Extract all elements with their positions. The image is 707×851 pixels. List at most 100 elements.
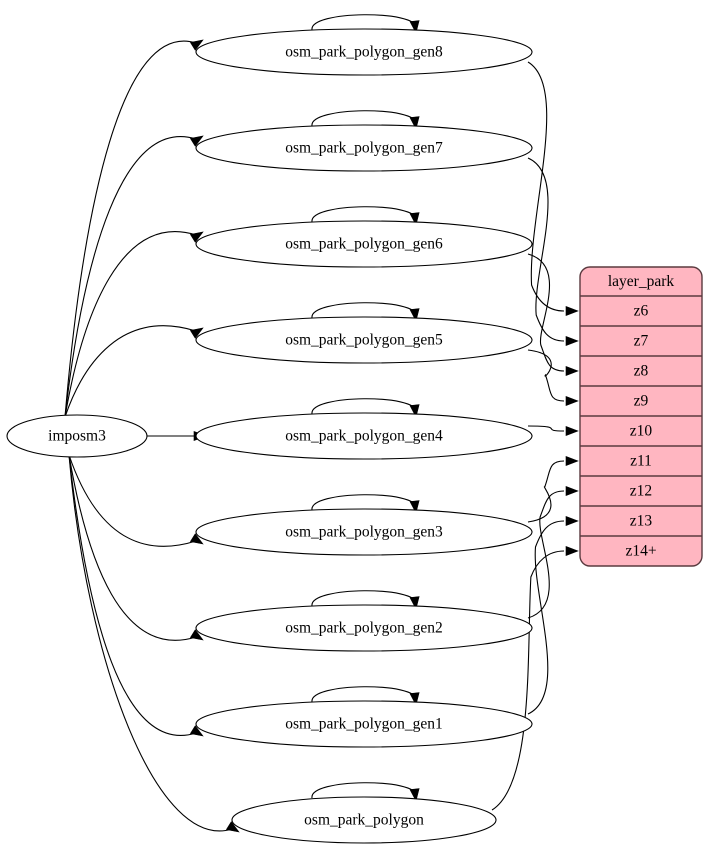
edge-gen2-z12 [527, 490, 565, 619]
edge-imposm3-base [68, 454, 233, 832]
arrow-self-loop-gen7 [409, 116, 420, 130]
table-ellipse-gen2[interactable] [195, 604, 533, 652]
arrow-self-loop-gen1 [409, 692, 420, 706]
row-label-z8: z8 [634, 363, 649, 380]
arrow-imposm3-gen8 [189, 39, 204, 51]
node-gen5[interactable]: osm_park_polygon_gen5 [195, 316, 533, 364]
edge-imposm3-gen1 [68, 454, 197, 736]
layer-park-row-z6[interactable]: z6 [580, 296, 702, 326]
node-label-gen4: osm_park_polygon_gen4 [285, 428, 443, 445]
node-gen2[interactable]: osm_park_polygon_gen2 [195, 604, 533, 652]
self-loop-gen4 [311, 398, 417, 415]
edge-gen1-z13 [527, 520, 565, 715]
edge-base-z14+ [491, 550, 565, 811]
arrow-self-loop-gen4 [409, 404, 420, 418]
edge-gen5-z9 [527, 349, 565, 402]
arrow-imposm3-base [225, 821, 240, 833]
arrow-imposm3-gen1 [189, 725, 204, 737]
layer-park-row-z10[interactable]: z10 [580, 416, 702, 446]
arrow-gen2-z12 [565, 485, 579, 497]
table-ellipse-gen4[interactable] [195, 412, 533, 460]
row-label-z11: z11 [630, 453, 652, 470]
self-loop-gen2 [311, 590, 417, 607]
table-ellipse-gen5[interactable] [195, 316, 533, 364]
arrow-gen4-z10 [565, 425, 579, 437]
arrow-self-loop-gen5 [409, 308, 420, 322]
edge-gen7-z7 [527, 157, 565, 342]
row-label-z6: z6 [634, 303, 649, 320]
self-loop-base [311, 782, 417, 799]
table-ellipse-base[interactable] [231, 796, 497, 844]
edge-imposm3-gen7 [64, 136, 197, 418]
row-label-z14+: z14+ [625, 543, 656, 560]
node-label-gen1: osm_park_polygon_gen1 [285, 716, 443, 733]
self-loop-gen1 [311, 686, 417, 703]
edge-gen6-z8 [527, 253, 565, 372]
node-label-gen3: osm_park_polygon_gen3 [285, 524, 443, 541]
edge-imposm3-gen3 [68, 454, 197, 547]
arrow-self-loop-gen2 [409, 596, 420, 610]
node-gen8[interactable]: osm_park_polygon_gen8 [195, 28, 533, 76]
node-gen4[interactable]: osm_park_polygon_gen4 [195, 412, 533, 460]
table-ellipse-gen1[interactable] [195, 700, 533, 748]
source-ellipse-imposm3[interactable] [6, 414, 148, 458]
node-label-gen6: osm_park_polygon_gen6 [285, 236, 443, 253]
arrow-gen1-z13 [565, 515, 579, 527]
row-label-z13: z13 [630, 513, 653, 530]
layer-park-record[interactable]: layer_park z6 z7 z8 z9 z10 z11 z12 z13 z14+ [579, 266, 703, 567]
edge-gen8-z6 [527, 61, 565, 312]
layer-park-row-z13[interactable]: z13 [580, 506, 702, 536]
arrow-gen6-z8 [565, 365, 579, 377]
node-imposm3[interactable]: imposm3 [6, 414, 148, 458]
row-label-z10: z10 [630, 423, 653, 440]
table-ellipse-gen3[interactable] [195, 508, 533, 556]
arrow-gen5-z9 [565, 395, 579, 407]
arrow-imposm3-gen6 [189, 231, 204, 243]
layer-park-header-label: layer_park [608, 273, 675, 290]
node-label-gen8: osm_park_polygon_gen8 [285, 44, 443, 61]
layer-park-row-z8[interactable]: z8 [580, 356, 702, 386]
arrow-imposm3-gen7 [189, 135, 204, 147]
row-label-z7: z7 [634, 333, 649, 350]
arrow-imposm3-gen5 [189, 327, 204, 339]
arrow-gen3-z11 [565, 455, 579, 467]
arrow-gen7-z7 [565, 335, 579, 347]
node-gen7[interactable]: osm_park_polygon_gen7 [195, 124, 533, 172]
layer-park-row-z12[interactable]: z12 [580, 476, 702, 506]
arrow-self-loop-gen3 [409, 500, 420, 514]
self-loop-gen6 [311, 206, 417, 223]
self-loop-gen3 [311, 494, 417, 511]
self-loop-gen5 [311, 302, 417, 319]
table-ellipse-gen8[interactable] [195, 28, 533, 76]
edge-imposm3-gen8 [64, 40, 197, 418]
edge-gen3-z11 [527, 460, 565, 523]
node-label-gen7: osm_park_polygon_gen7 [285, 140, 443, 157]
node-base[interactable]: osm_park_polygon [231, 796, 497, 844]
node-gen6[interactable]: osm_park_polygon_gen6 [195, 220, 533, 268]
record-layer: layer_park z6 z7 z8 z9 z10 z11 z12 z13 z14+ [579, 266, 703, 567]
node-label-gen2: osm_park_polygon_gen2 [285, 620, 443, 637]
arrow-self-loop-gen8 [409, 20, 420, 34]
layer-park-row-z7[interactable]: z7 [580, 326, 702, 356]
arrow-imposm3-gen2 [189, 629, 204, 641]
table-ellipse-gen7[interactable] [195, 124, 533, 172]
arrow-imposm3-gen3 [189, 533, 204, 545]
arrow-gen8-z6 [565, 305, 579, 317]
layer-park-row-z9[interactable]: z9 [580, 386, 702, 416]
node-label-imposm3: imposm3 [48, 428, 106, 445]
row-label-z9: z9 [634, 393, 649, 410]
arrow-self-loop-base [409, 788, 420, 802]
node-label-gen5: osm_park_polygon_gen5 [285, 332, 443, 349]
row-label-z12: z12 [630, 483, 652, 500]
nodes-layer: imposm3 osm_park_polygon_gen8 osm_park_pol… [6, 28, 533, 844]
layer-park-row-z14+[interactable]: z14+ [580, 536, 702, 566]
arrow-base-z14+ [565, 545, 579, 557]
table-ellipse-gen6[interactable] [195, 220, 533, 268]
node-gen1[interactable]: osm_park_polygon_gen1 [195, 700, 533, 748]
layer-park-row-z11[interactable]: z11 [580, 446, 702, 476]
node-gen3[interactable]: osm_park_polygon_gen3 [195, 508, 533, 556]
self-loop-gen7 [311, 110, 417, 127]
edge-imposm3-gen5 [64, 325, 197, 418]
edge-gen4-z10 [527, 425, 565, 432]
